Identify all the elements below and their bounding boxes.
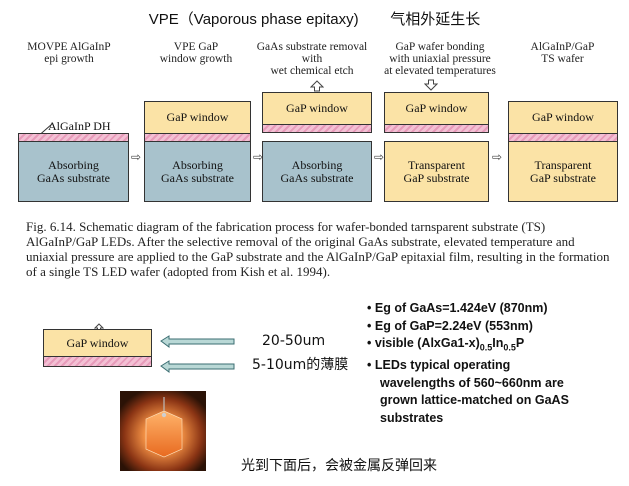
step-label-vpe: VPE GaP window growth bbox=[159, 41, 233, 65]
down-arrow-icon bbox=[424, 79, 438, 91]
bullet-continuation: substrates bbox=[380, 410, 444, 425]
absorbing-substrate-1: Absorbing GaAs substrate bbox=[18, 141, 129, 202]
formula-subscript: 0.5 bbox=[503, 342, 516, 353]
title-chinese: 气相外延生长 bbox=[390, 10, 481, 28]
formula-prefix: visible (AlxGa1-x) bbox=[374, 336, 480, 350]
formula-suffix: P bbox=[515, 336, 525, 350]
thickness-film-label: 5-10um的薄膜 bbox=[252, 357, 349, 373]
bullet-icon: • bbox=[367, 301, 372, 315]
formula-subscript: 0.5 bbox=[479, 342, 493, 353]
bullet-item: • Eg of GaAs=1.424eV (870nm) bbox=[367, 300, 569, 318]
transparent-substrate-4: Transparent GaP substrate bbox=[384, 141, 489, 202]
step-label-removal: GaAs substrate removal with wet chemical… bbox=[256, 41, 368, 77]
dh-layer-4 bbox=[384, 124, 489, 133]
gap-window-5: GaP window bbox=[508, 101, 618, 134]
bullet-item: • visible (AlxGa1-x)0.5In0.5P bbox=[367, 335, 569, 357]
gap-window-2: GaP window bbox=[144, 101, 251, 134]
thickness-window-label: 20-50um bbox=[262, 333, 326, 349]
figure-caption: Fig. 6.14. Schematic diagram of the fabr… bbox=[26, 219, 616, 279]
bullet-text: LEDs typical operating bbox=[374, 358, 511, 372]
bottom-dh-layer bbox=[43, 356, 152, 367]
bullet-text: Eg of GaP=2.24eV (553nm) bbox=[374, 318, 533, 333]
absorbing-substrate-2: Absorbing GaAs substrate bbox=[144, 141, 251, 202]
step-label-ts-wafer: AlGaInP/GaP TS wafer bbox=[530, 41, 595, 65]
bullet-continuation: wavelengths of 560~660nm are bbox=[380, 375, 564, 390]
bullet-item: • LEDs typical operating bbox=[367, 357, 569, 375]
page-title: VPE（Vaporous phase epitaxy) 气相外延生长 bbox=[0, 8, 629, 29]
led-photo bbox=[120, 391, 206, 471]
formula-middle: In bbox=[492, 336, 504, 350]
flow-arrow-icon: ⇨ bbox=[492, 150, 503, 164]
bullet-text: visible (AlxGa1-x)0.5In0.5P bbox=[374, 336, 525, 353]
bullet-continuation: grown lattice-matched on GaAS bbox=[380, 393, 569, 407]
bullet-icon: • bbox=[367, 336, 372, 350]
gap-window-4: GaP window bbox=[384, 92, 489, 125]
step-label-bonding: GaP wafer bonding with uniaxial pressure… bbox=[384, 41, 496, 77]
bullet-item: • Eg of GaP=2.24eV (553nm) bbox=[367, 318, 569, 336]
transparent-substrate-5: Transparent GaP substrate bbox=[508, 141, 618, 202]
reflection-note: 光到下面后，会被金属反弹回来 bbox=[241, 458, 437, 474]
absorbing-substrate-3: Absorbing GaAs substrate bbox=[262, 141, 372, 202]
flow-arrow-icon: ⇨ bbox=[131, 150, 142, 164]
title-english: VPE（Vaporous phase epitaxy) bbox=[148, 11, 359, 28]
bottom-gap-window: GaP window bbox=[43, 329, 152, 357]
flow-arrow-icon: ⇨ bbox=[374, 150, 385, 164]
caption-text: Fig. 6.14. Schematic diagram of the fabr… bbox=[26, 219, 610, 279]
bullet-text: Eg of GaAs=1.424eV (870nm) bbox=[374, 301, 548, 315]
up-arrow-icon bbox=[310, 80, 324, 92]
bullet-icon: • bbox=[367, 318, 372, 333]
gap-window-3: GaP window bbox=[262, 92, 372, 125]
flow-arrow-icon: ⇨ bbox=[253, 150, 264, 164]
left-arrow-icon bbox=[160, 335, 235, 373]
dh-label: AlGaInP DH bbox=[48, 119, 111, 133]
step-label-movpe: MOVPE AlGaInP epi growth bbox=[27, 41, 111, 65]
dh-layer-3 bbox=[262, 124, 372, 133]
bullet-list: • Eg of GaAs=1.424eV (870nm) • Eg of GaP… bbox=[367, 300, 569, 427]
bullet-icon: • bbox=[367, 358, 372, 372]
